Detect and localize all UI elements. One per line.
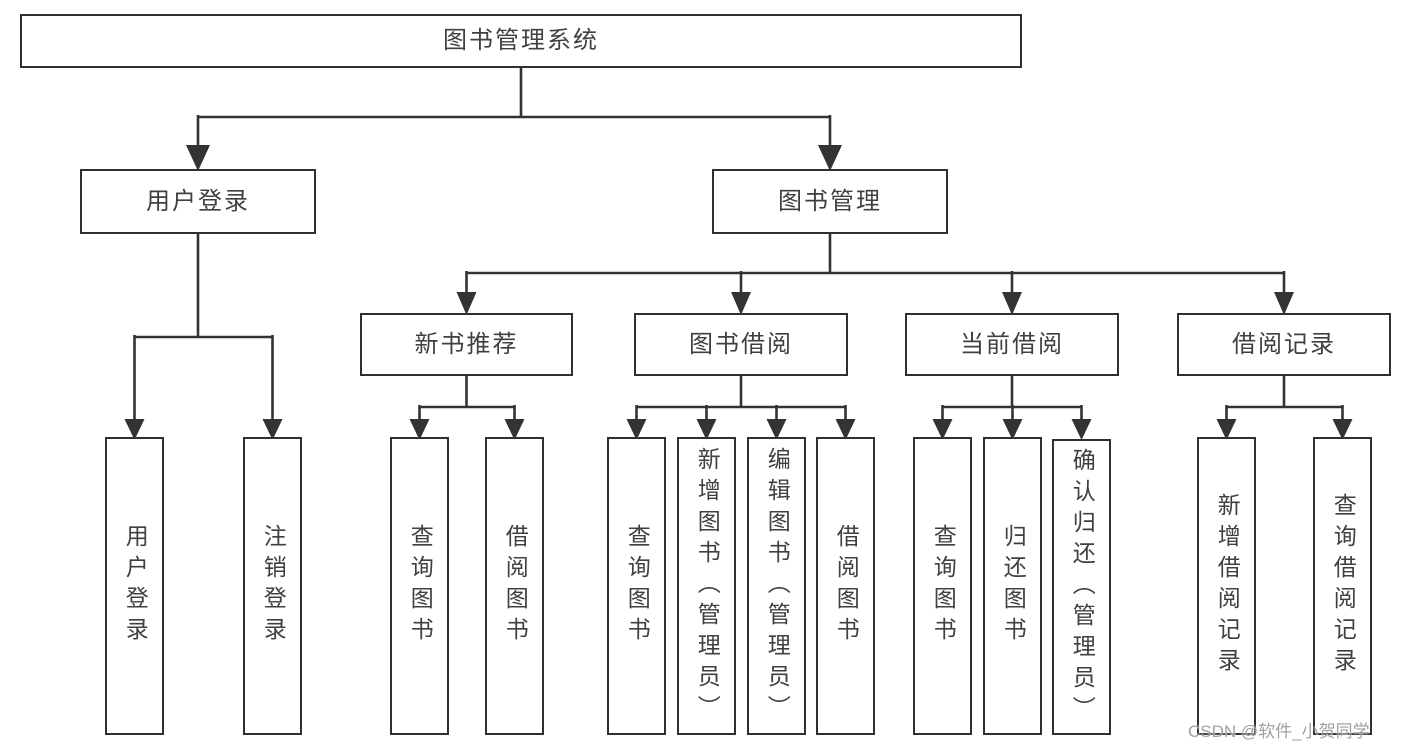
node-borrow-records: 借阅记录: [1177, 313, 1391, 376]
node-label: 借阅图书: [502, 524, 529, 648]
leaf-borrow-books-recommend: 借阅图书: [485, 437, 544, 735]
node-label: 新增借阅记录: [1214, 493, 1241, 679]
node-label: 新增图书（管理员）: [694, 446, 721, 726]
leaf-borrow-books: 借阅图书: [816, 437, 875, 735]
node-label: 查询图书: [407, 524, 434, 648]
node-label: 图书借阅: [689, 330, 793, 358]
leaf-edit-book-admin: 编辑图书（管理员）: [747, 437, 806, 735]
leaf-query-borrow-record: 查询借阅记录: [1313, 437, 1372, 735]
watermark-text: CSDN @软件_小贺同学: [1188, 722, 1370, 741]
node-label: 图书管理系统: [443, 27, 599, 54]
node-label: 查询借阅记录: [1330, 493, 1357, 679]
connector-current-borrow-to-leaves: [932, 375, 1092, 440]
node-label: 归还图书: [1000, 524, 1027, 648]
node-label: 注销登录: [260, 524, 287, 648]
node-label: 查询图书: [624, 524, 651, 648]
leaf-user-login: 用户登录: [105, 437, 164, 735]
connector-root-to-level2: [186, 68, 842, 171]
node-label: 编辑图书（管理员）: [764, 446, 791, 726]
connector-book-management-to-level3: [456, 233, 1294, 315]
node-book-management: 图书管理: [712, 169, 948, 234]
leaf-query-books-recommend: 查询图书: [390, 437, 449, 735]
leaf-logout: 注销登录: [243, 437, 302, 735]
node-user-login: 用户登录: [80, 169, 316, 234]
leaf-confirm-return-admin: 确认归还（管理员）: [1052, 439, 1111, 735]
leaf-add-borrow-record: 新增借阅记录: [1197, 437, 1256, 735]
leaf-query-books-current: 查询图书: [913, 437, 972, 735]
node-book-borrow: 图书借阅: [634, 313, 848, 376]
connector-new-book-to-leaves: [409, 375, 525, 440]
node-label: 用户登录: [146, 187, 250, 215]
node-label: 借阅图书: [833, 524, 860, 648]
leaf-query-books-borrow: 查询图书: [607, 437, 666, 735]
leaf-add-book-admin: 新增图书（管理员）: [677, 437, 736, 735]
node-new-book-recommend: 新书推荐: [360, 313, 573, 376]
leaf-return-books: 归还图书: [983, 437, 1042, 735]
node-label: 查询图书: [930, 524, 957, 648]
node-label: 借阅记录: [1232, 330, 1336, 358]
connector-book-borrow-to-leaves: [626, 375, 856, 440]
connector-user-login-to-leaves: [124, 233, 283, 440]
node-label: 用户登录: [122, 524, 149, 648]
node-label: 确认归还（管理员）: [1069, 447, 1096, 727]
node-label: 新书推荐: [414, 330, 519, 358]
node-root: 图书管理系统: [20, 14, 1022, 68]
node-current-borrow: 当前借阅: [905, 313, 1119, 376]
connector-borrow-records-to-leaves: [1216, 375, 1353, 440]
node-label: 图书管理: [778, 187, 882, 215]
node-label: 当前借阅: [960, 330, 1064, 358]
